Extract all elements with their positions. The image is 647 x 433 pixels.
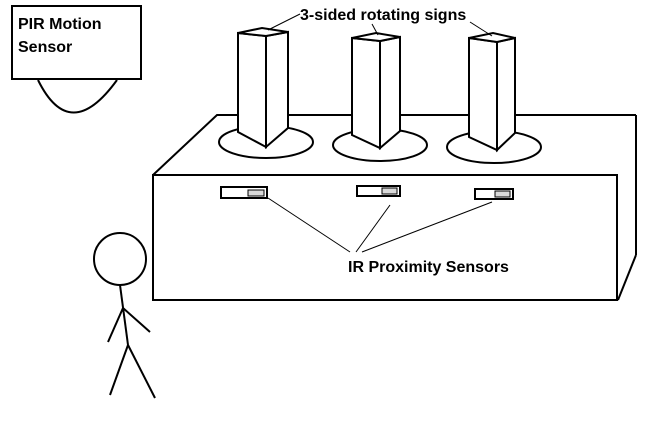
sign-1-left-face	[237, 31, 267, 149]
rotating-sign-3	[468, 31, 516, 153]
ir-sensor-2-window	[381, 187, 398, 195]
signs-leader-1	[267, 13, 301, 31]
ir-sensors	[220, 185, 514, 200]
signs-leader-2	[371, 23, 379, 36]
sign-3-left-face	[468, 36, 498, 152]
ir-sensor-2	[356, 185, 401, 197]
rotating-sign-1	[237, 26, 289, 150]
signs-leader-3	[469, 21, 493, 37]
ir-leader-1	[267, 197, 351, 253]
signs-label: 3-sided rotating signs	[300, 7, 466, 24]
pir-motion-sensor: PIR Motion Sensor	[11, 5, 142, 114]
ir-sensors-label: IR Proximity Sensors	[348, 259, 509, 276]
ir-sensor-1-body	[220, 186, 268, 199]
ir-callout: IR Proximity Sensors	[267, 197, 509, 276]
ir-leader-2	[355, 204, 391, 253]
ir-sensor-1-window	[247, 189, 265, 197]
ir-leader-3	[361, 201, 493, 253]
figure-arm-left	[107, 307, 124, 343]
sign-1-right-face	[265, 30, 289, 150]
signs-callout: 3-sided rotating signs	[267, 7, 493, 37]
ir-sensor-3-window	[494, 190, 511, 198]
figure-leg-left	[109, 344, 129, 396]
figure-arm-right	[122, 307, 151, 333]
ir-sensor-3	[474, 188, 514, 200]
ir-sensor-1	[220, 186, 268, 199]
pir-sensor-label-line1: PIR Motion	[18, 16, 102, 33]
sign-2-top-face	[351, 31, 401, 43]
stick-figure	[93, 232, 156, 399]
table-bottom-depth	[617, 254, 637, 301]
ir-sensor-2-body	[356, 185, 401, 197]
sign-2-right-face	[379, 35, 401, 151]
figure-leg-right	[127, 344, 156, 399]
ir-sensor-3-body	[474, 188, 514, 200]
pir-sensor-dome	[37, 79, 118, 114]
sign-3-top-face	[468, 31, 516, 44]
figure-head	[93, 232, 147, 286]
pir-sensor-box	[11, 5, 142, 80]
sign-3-right-face	[496, 36, 516, 153]
sign-1-top-face	[237, 26, 289, 38]
sign-2-left-face	[351, 36, 381, 150]
pir-sensor-label-line2: Sensor	[18, 39, 72, 56]
rotating-sign-2	[351, 31, 401, 151]
figure-body	[119, 284, 129, 346]
